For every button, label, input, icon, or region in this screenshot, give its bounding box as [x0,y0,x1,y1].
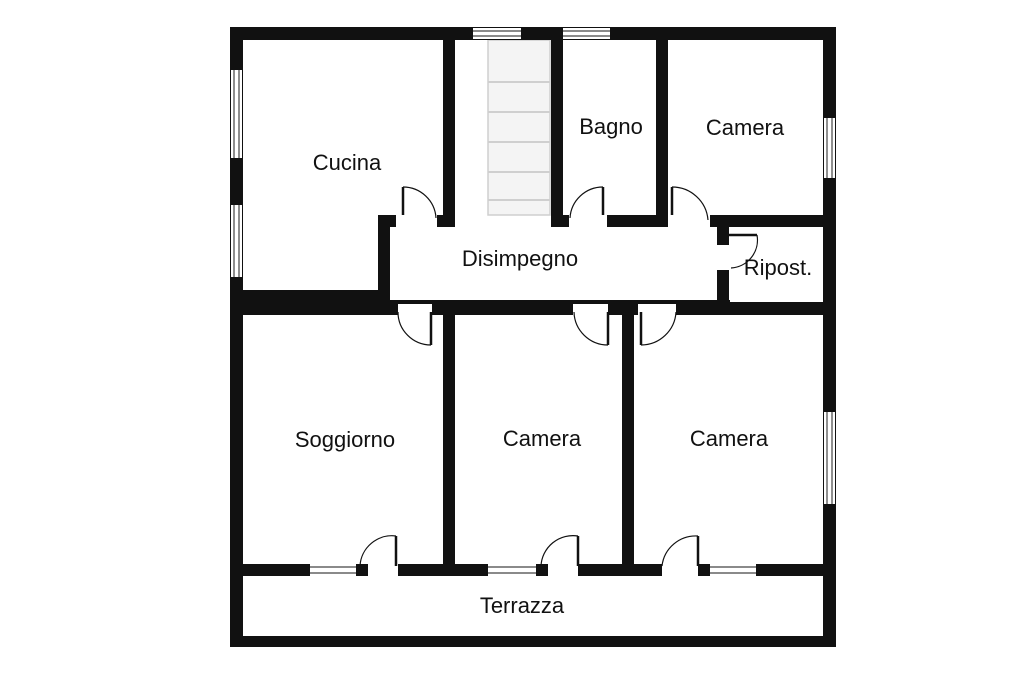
terrace-openings [310,566,756,574]
room-label-camera-center: Camera [503,426,582,451]
room-label-camera-right: Camera [690,426,769,451]
room-label-bagno: Bagno [579,114,643,139]
room-label-camera-top: Camera [706,115,785,140]
room-label-soggiorno: Soggiorno [295,427,395,452]
room-label-disimpegno: Disimpegno [462,246,578,271]
doors [359,186,759,567]
room-label-cucina: Cucina [313,150,382,175]
windows [231,28,835,504]
room-label-ripostiglio: Ripost. [744,255,812,280]
staircase [487,39,551,216]
room-labels: Cucina Bagno Camera Disimpegno Ripost. S… [295,114,812,618]
room-label-terrazza: Terrazza [480,593,565,618]
interior-walls [230,27,836,576]
